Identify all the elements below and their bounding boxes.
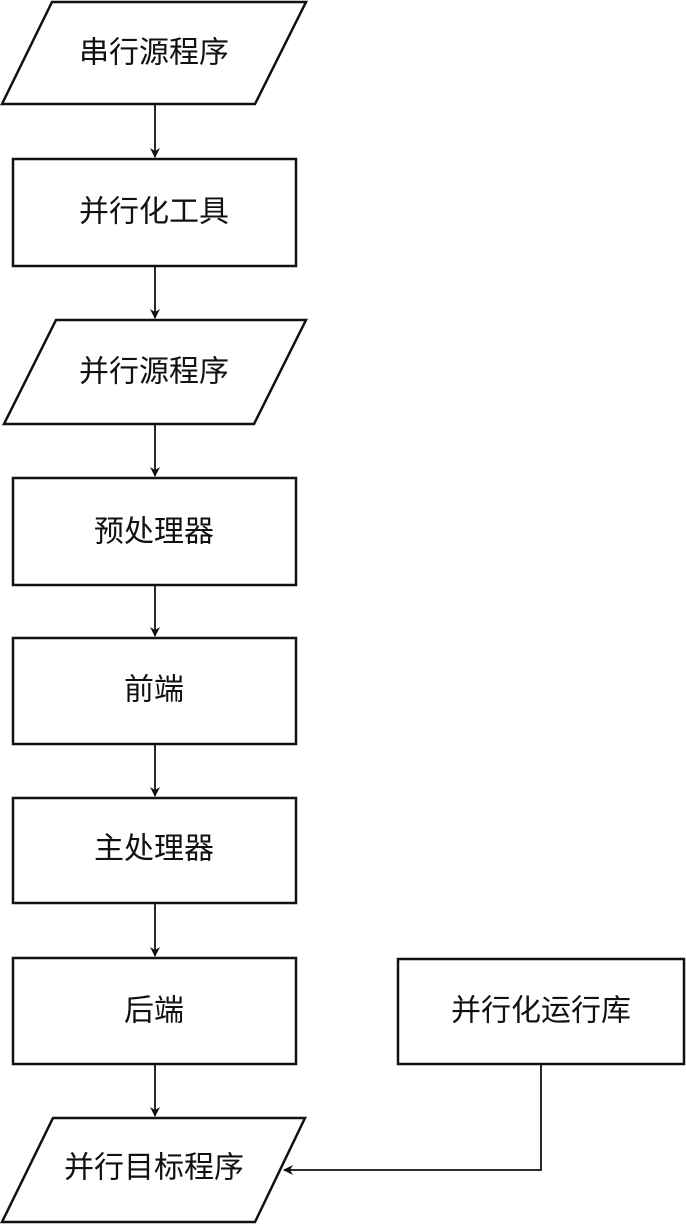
node-label: 并行化运行库 [451,994,631,1029]
node-frontend: 前端 [11,636,298,746]
node-preprocessor: 预处理器 [11,476,298,587]
process-box [396,957,686,1066]
process-box [11,956,298,1066]
node-label: 主处理器 [94,832,214,867]
node-label: 并行目标程序 [64,1151,244,1186]
node-runtime-library: 并行化运行库 [396,957,686,1066]
parallelogram-shape [1,318,309,426]
node-backend: 后端 [11,956,298,1066]
node-label: 前端 [124,673,184,708]
process-box [11,796,298,905]
node-label: 预处理器 [94,515,214,550]
parallelogram-shape [0,1116,307,1224]
node-serial-source: 串行源程序 [0,0,309,106]
node-label: 并行源程序 [79,355,229,390]
node-label: 后端 [124,994,184,1029]
node-label: 串行源程序 [79,36,229,71]
parallelogram-shape [0,0,309,106]
node-parallel-target: 并行目标程序 [0,1116,307,1224]
process-box [11,636,298,746]
node-parallel-source: 并行源程序 [1,318,309,426]
node-label: 并行化工具 [79,195,229,230]
arrow-runtime-to-target [283,1064,542,1175]
process-box [11,157,298,268]
node-main-processor: 主处理器 [11,796,298,905]
node-parallel-tool: 并行化工具 [11,157,298,268]
